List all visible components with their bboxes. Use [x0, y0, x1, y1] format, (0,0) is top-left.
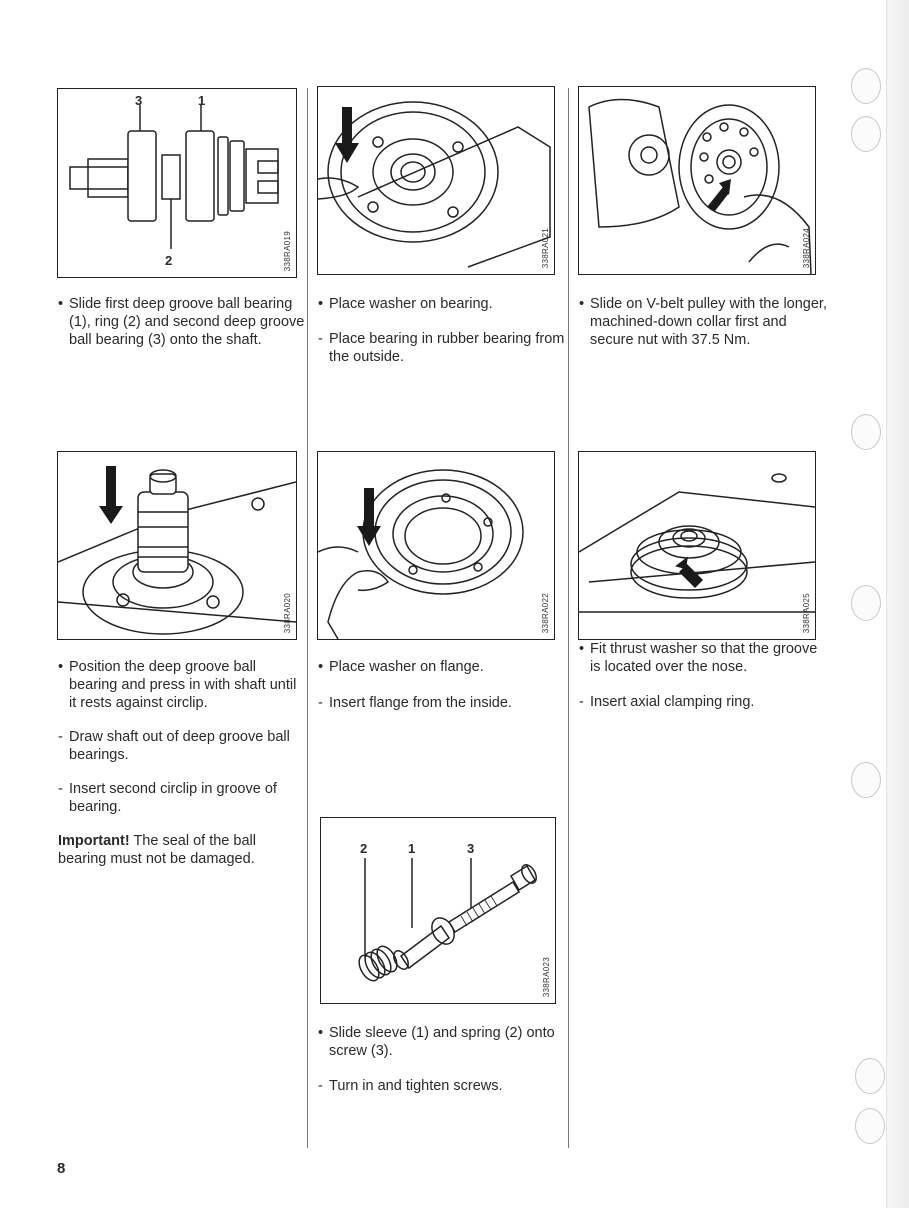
figure-code: 338RA023	[542, 956, 551, 997]
callout-number: 3	[467, 841, 475, 856]
step-bullet: Place washer on bearing.	[318, 295, 565, 313]
figure-sleeve-spring-screw: 2 1 3 338RA023	[320, 817, 556, 1004]
binder-hole	[851, 762, 881, 798]
step-bullet: Slide first deep groove ball bearing (1)…	[58, 295, 305, 349]
washer-flange-illustration	[318, 469, 524, 639]
important-text: The seal of the ball bearing must not be…	[58, 833, 256, 867]
figure-code: 338RA022	[541, 592, 550, 633]
binder-hole	[855, 1108, 885, 1144]
figure-code: 338RA019	[283, 230, 292, 271]
step-dash: Insert flange from the inside.	[318, 694, 565, 712]
thrust-washer-illustration	[579, 473, 815, 613]
step-bullet: Slide on V-belt pulley with the longer, …	[579, 295, 830, 349]
figure-washer-on-flange: 338RA022	[317, 451, 555, 640]
binder-hole	[851, 68, 881, 104]
figure-thrust-washer: 338RA025	[578, 451, 816, 640]
step-dash: Insert axial clamping ring.	[579, 693, 830, 711]
page-edge	[886, 0, 909, 1208]
important-label: Important!	[58, 833, 130, 849]
binder-hole	[855, 1058, 885, 1094]
page-number: 8	[57, 1160, 66, 1177]
column-divider	[307, 88, 308, 1148]
figure-code: 338RA021	[541, 227, 550, 268]
binder-hole	[851, 414, 881, 450]
callout-number: 2	[360, 841, 368, 856]
figure-code: 338RA025	[802, 592, 811, 633]
figure-v-belt-pulley: 338RA024	[578, 86, 816, 275]
step-dash: Draw shaft out of deep groove ball beari…	[58, 728, 305, 764]
figure-code: 338RA020	[283, 592, 292, 633]
callout-number: 1	[408, 841, 416, 856]
callout-number: 1	[198, 93, 206, 108]
washer-bearing-illustration	[318, 101, 551, 268]
step-dash: Insert second circlip in groove of beari…	[58, 780, 305, 816]
callout-number: 2	[165, 253, 173, 268]
press-shaft-illustration	[58, 466, 296, 635]
step-bullet: Fit thrust washer so that the groove is …	[579, 640, 830, 676]
binder-hole	[851, 585, 881, 621]
step-dash: Place bearing in rubber bearing from the…	[318, 330, 565, 366]
step-bullet: Slide sleeve (1) and spring (2) onto scr…	[318, 1024, 565, 1060]
figure-press-shaft: 338RA020	[57, 451, 297, 640]
figure-code: 338RA024	[802, 227, 811, 268]
figure-washer-on-bearing: 338RA021	[317, 86, 555, 275]
binder-hole	[851, 116, 881, 152]
column-divider	[568, 88, 569, 1148]
step-dash: Turn in and tighten screws.	[318, 1077, 565, 1095]
figure-bearings-on-shaft: 3 1 2 338RA019	[57, 88, 297, 278]
important-note: Important! The seal of the ball bearing …	[58, 832, 294, 868]
v-belt-pulley-illustration	[588, 98, 812, 274]
callout-number: 3	[135, 93, 143, 108]
sleeve-spring-screw-illustration	[358, 858, 537, 982]
step-bullet: Place washer on flange.	[318, 658, 565, 676]
step-bullet: Position the deep groove ball bearing an…	[58, 658, 305, 712]
bearing-shaft-illustration	[69, 105, 279, 249]
